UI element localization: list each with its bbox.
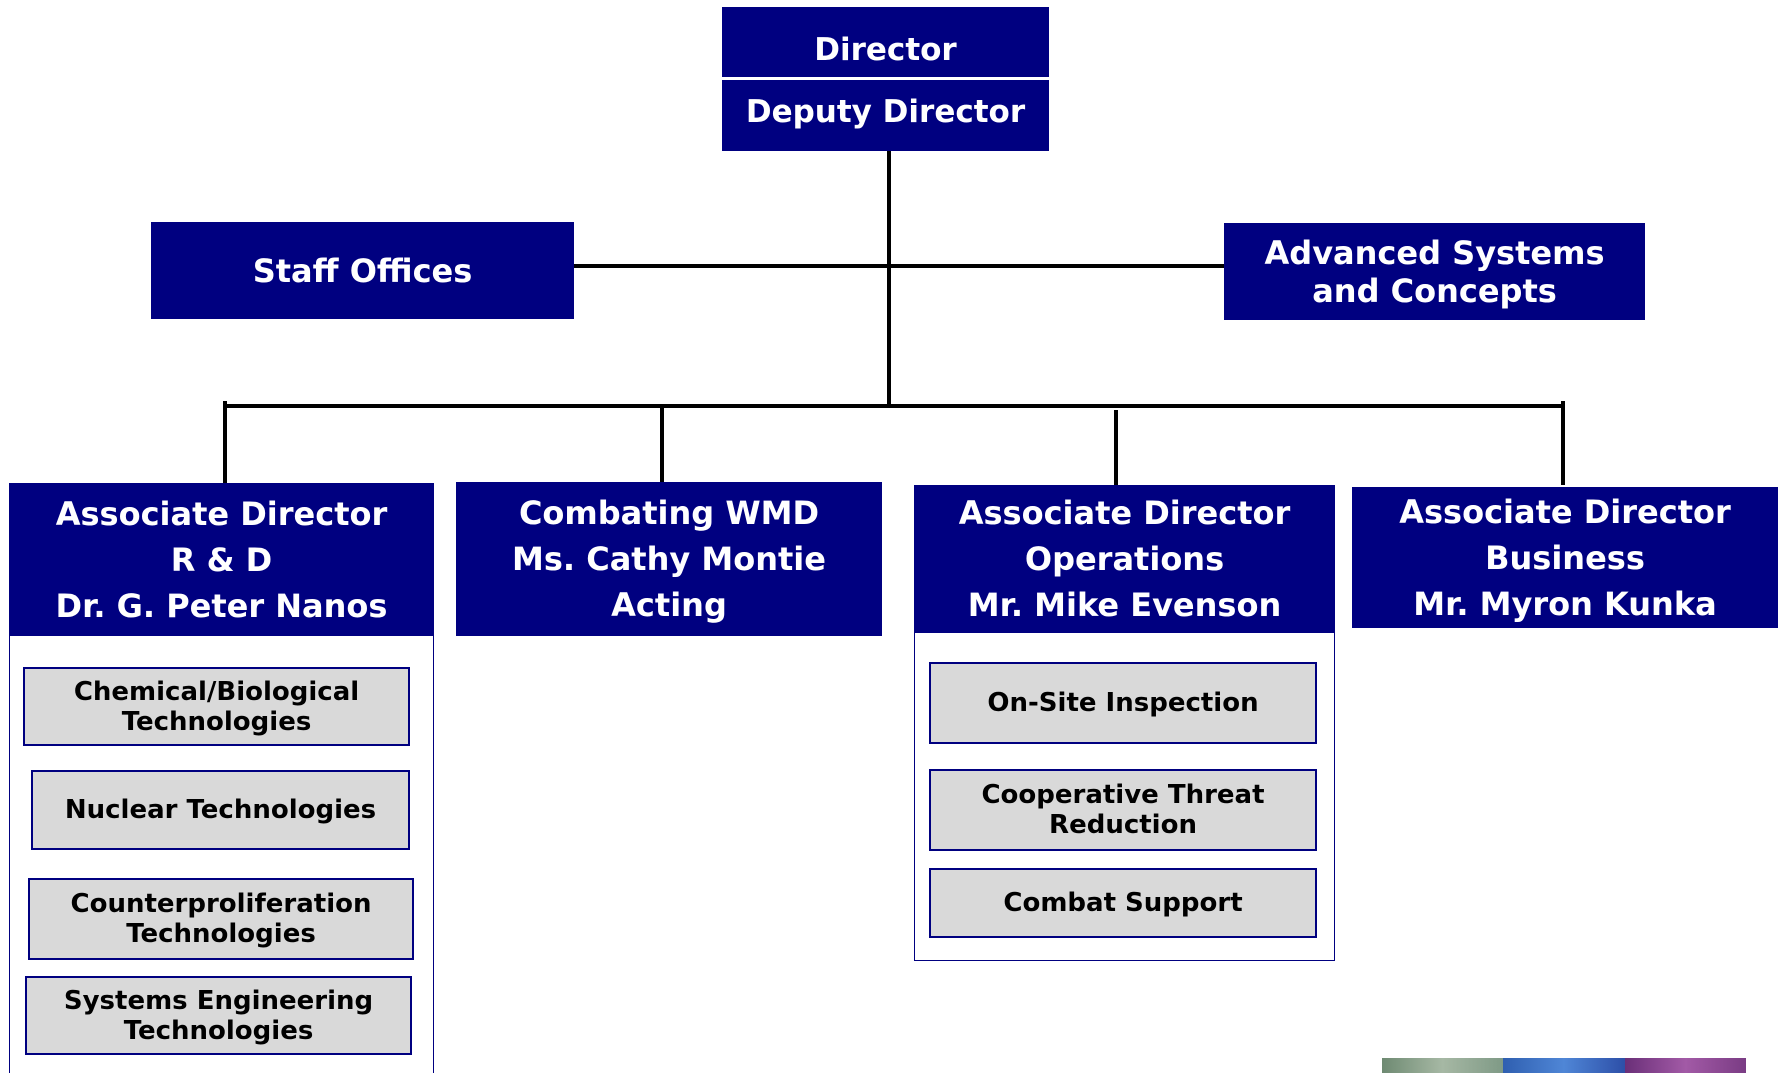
- unit-counterproliferation: Counterproliferation Technologies: [28, 878, 414, 960]
- unit-counterproliferation-line-1: Counterproliferation: [70, 889, 372, 919]
- rd-division-line-1: Associate Director: [55, 494, 388, 533]
- advanced-systems-line-1: Advanced Systems: [1264, 233, 1605, 272]
- unit-systems-engineering: Systems Engineering Technologies: [25, 976, 412, 1055]
- combating-wmd-box: Combating WMD Ms. Cathy Montie Acting: [456, 482, 882, 636]
- unit-nuclear: Nuclear Technologies: [31, 770, 410, 850]
- rd-division-line-2: R & D: [170, 540, 273, 579]
- division-drop-3: [1114, 410, 1118, 486]
- business-division-line-2: Business: [1485, 538, 1645, 577]
- unit-systems-engineering-line-1: Systems Engineering: [63, 985, 374, 1016]
- business-division-line-1: Associate Director: [1399, 492, 1731, 531]
- division-drop-2: [660, 406, 664, 482]
- director-divider: [722, 77, 1049, 80]
- unit-chem-bio-line-1: Chemical/Biological: [73, 676, 360, 707]
- rd-division-line-3: Dr. G. Peter Nanos: [55, 586, 388, 625]
- combating-wmd-line-1: Combating WMD: [518, 494, 820, 532]
- staff-branch-line: [574, 264, 1226, 268]
- rd-division-header: Associate Director R & D Dr. G. Peter Na…: [9, 483, 434, 636]
- deputy-director-title: Deputy Director: [745, 94, 1026, 130]
- decorative-image-strip: [1382, 1058, 1746, 1073]
- operations-division-header: Associate Director Operations Mr. Mike E…: [914, 485, 1335, 633]
- image-tile-green: [1382, 1058, 1504, 1073]
- business-division-box: Associate Director Business Mr. Myron Ku…: [1352, 487, 1778, 628]
- operations-division-line-2: Operations: [1024, 540, 1225, 578]
- unit-chem-bio: Chemical/Biological Technologies: [23, 667, 410, 746]
- advanced-systems-line-2: and Concepts: [1312, 271, 1557, 310]
- division-bus-line: [223, 404, 1565, 408]
- unit-on-site-inspection-line-1: On-Site Inspection: [987, 688, 1259, 718]
- combating-wmd-line-2: Ms. Cathy Montie: [512, 540, 826, 578]
- staff-offices-box: Staff Offices: [151, 222, 574, 319]
- unit-cooperative-threat-reduction-line-1: Cooperative Threat: [981, 780, 1265, 810]
- image-tile-blue: [1503, 1058, 1625, 1073]
- combating-wmd-line-3: Acting: [611, 586, 727, 624]
- division-drop-1: [223, 401, 227, 485]
- image-tile-purple: [1624, 1058, 1746, 1073]
- trunk-line: [887, 150, 891, 408]
- unit-cooperative-threat-reduction: Cooperative Threat Reduction: [929, 769, 1317, 851]
- unit-combat-support-line-1: Combat Support: [1003, 888, 1243, 918]
- unit-counterproliferation-line-2: Technologies: [126, 919, 316, 949]
- unit-nuclear-line-1: Nuclear Technologies: [64, 795, 377, 825]
- advanced-systems-box: Advanced Systems and Concepts: [1224, 223, 1645, 320]
- unit-on-site-inspection: On-Site Inspection: [929, 662, 1317, 744]
- unit-cooperative-threat-reduction-line-2: Reduction: [1049, 810, 1197, 840]
- division-drop-4: [1561, 401, 1565, 485]
- unit-combat-support: Combat Support: [929, 868, 1317, 938]
- unit-systems-engineering-line-2: Technologies: [123, 1015, 314, 1046]
- director-box: Director Deputy Director: [722, 7, 1049, 151]
- business-division-line-3: Mr. Myron Kunka: [1413, 584, 1717, 623]
- unit-chem-bio-line-2: Technologies: [121, 706, 312, 737]
- director-title: Director: [814, 32, 957, 68]
- operations-division-line-1: Associate Director: [958, 494, 1291, 532]
- operations-division-line-3: Mr. Mike Evenson: [967, 586, 1282, 624]
- staff-offices-label: Staff Offices: [252, 251, 473, 290]
